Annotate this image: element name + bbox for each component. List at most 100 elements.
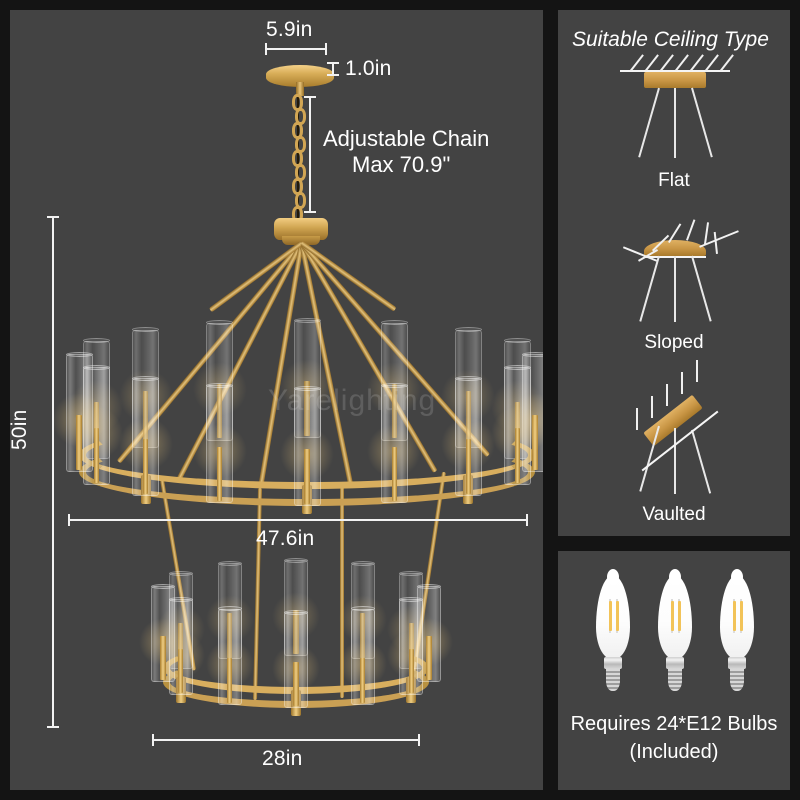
glass-shade-rim: [132, 327, 160, 333]
candle-socket: [465, 391, 471, 446]
upper-width-cap-left: [68, 514, 70, 526]
ceiling-canopy: [266, 65, 334, 87]
glass-shade-rim: [399, 596, 424, 602]
ceiling-type-panel: Suitable Ceiling Type Flat Sloped Vaulte…: [558, 10, 790, 536]
ceiling-type-label-flat: Flat: [658, 170, 690, 191]
bulbs-panel: Requires 24*E12 Bulbs (Included): [558, 551, 790, 790]
glass-shade-rim: [168, 596, 193, 602]
bulb-neck: [604, 657, 622, 669]
hatch-mark: [713, 231, 718, 254]
glass-shade-rim: [454, 327, 482, 333]
chandelier-illustration: [10, 10, 543, 790]
candle-socket: [143, 439, 149, 494]
candle-flame: [292, 641, 300, 656]
candle-flame: [407, 628, 415, 643]
main-product-panel: Yarelighting: [10, 10, 543, 790]
filament: [615, 601, 619, 631]
bulb-screw-base: [730, 669, 744, 691]
glass-shade-rim: [65, 351, 93, 357]
candle-flame: [159, 615, 167, 630]
chain-dimension-line: [309, 96, 311, 213]
candle-socket: [293, 609, 299, 655]
filament: [732, 601, 736, 631]
hatch-mark: [651, 396, 653, 418]
candle-flame: [303, 355, 311, 370]
filament: [739, 601, 743, 631]
hatch-mark: [720, 54, 734, 72]
chain-cap-bottom: [304, 211, 316, 213]
candle-socket: [391, 383, 397, 439]
canopy-stem: [296, 82, 304, 96]
bulb-glass: [720, 575, 754, 659]
candle-socket: [304, 381, 310, 436]
chain-label-line2: Max 70.9": [352, 152, 451, 177]
filament: [608, 601, 612, 631]
candle-socket: [359, 658, 366, 703]
candle-socket: [76, 415, 82, 470]
candle-socket: [160, 635, 166, 681]
candle-flame: [513, 402, 521, 417]
upper-width-cap-right: [526, 514, 528, 526]
hatch-mark: [636, 408, 638, 430]
glass-shade-rim: [504, 364, 532, 370]
bulb-glass: [658, 575, 692, 659]
hatch-mark: [675, 54, 689, 72]
bulbs-caption-line2: (Included): [629, 741, 719, 763]
glass-shade: [284, 560, 308, 656]
lower-width-label: 28in: [262, 747, 303, 770]
upper-width-line: [68, 519, 528, 521]
canopy-thickness-label: 1.0in: [345, 57, 392, 80]
hatch-mark: [690, 54, 704, 72]
glass-shade-rim: [206, 382, 234, 388]
glass-shade-rim: [380, 320, 408, 326]
candle-flame: [142, 413, 150, 428]
tier-link-rod: [340, 486, 344, 698]
glass-shade-rim: [217, 560, 242, 566]
glass-shade-rim: [293, 385, 321, 391]
candle-socket: [304, 449, 310, 504]
thickness-cap-bottom: [327, 74, 339, 76]
candle-socket: [426, 635, 432, 681]
hatch-mark: [660, 54, 674, 72]
candle-socket: [532, 415, 538, 470]
hatch-mark: [705, 54, 719, 72]
glass-shade-rim: [217, 606, 242, 612]
glass-shade-rim: [350, 606, 375, 612]
bulbs-caption-line1: Requires 24*E12 Bulbs: [570, 713, 778, 735]
glass-shade: [399, 599, 424, 695]
lower-width-cap-left: [152, 734, 154, 746]
candle-socket: [143, 391, 149, 446]
ceiling-type-label-sloped: Sloped: [644, 332, 704, 353]
flat-canopy: [644, 72, 706, 88]
glass-shade-rim: [521, 351, 543, 357]
bulb: [654, 569, 696, 699]
canopy-width-label: 5.9in: [266, 18, 313, 41]
canopy-width-cap-left: [265, 43, 267, 55]
chain-label-line1: Adjustable Chain: [323, 126, 490, 151]
bulb-tip: [607, 569, 619, 585]
glass-shade-rim: [82, 338, 110, 344]
chandelier-hub: [274, 218, 328, 240]
candle-flame: [425, 615, 433, 630]
glass-shade-rim: [350, 560, 375, 566]
glass-shade-rim: [417, 583, 441, 589]
candle-socket: [178, 648, 184, 694]
hatch-mark: [696, 360, 698, 382]
glass-shade-rim: [82, 364, 110, 370]
bulb-tip: [731, 569, 743, 585]
hub-plate: [282, 236, 320, 245]
height-cap-bottom: [47, 726, 59, 728]
glass-shade-rim: [293, 317, 321, 323]
glass-shade-rim: [284, 609, 308, 615]
candle-socket: [408, 648, 414, 694]
bulb: [716, 569, 758, 699]
total-height-label: 50in: [8, 409, 31, 450]
lower-width-cap-right: [418, 734, 420, 746]
glass-shade-rim: [454, 375, 482, 381]
filament: [677, 601, 681, 631]
candle-socket: [217, 446, 223, 502]
candle-socket: [93, 428, 99, 483]
candle-flame: [292, 589, 300, 604]
watermark: Yarelighting: [268, 384, 437, 417]
thickness-line: [332, 62, 334, 74]
